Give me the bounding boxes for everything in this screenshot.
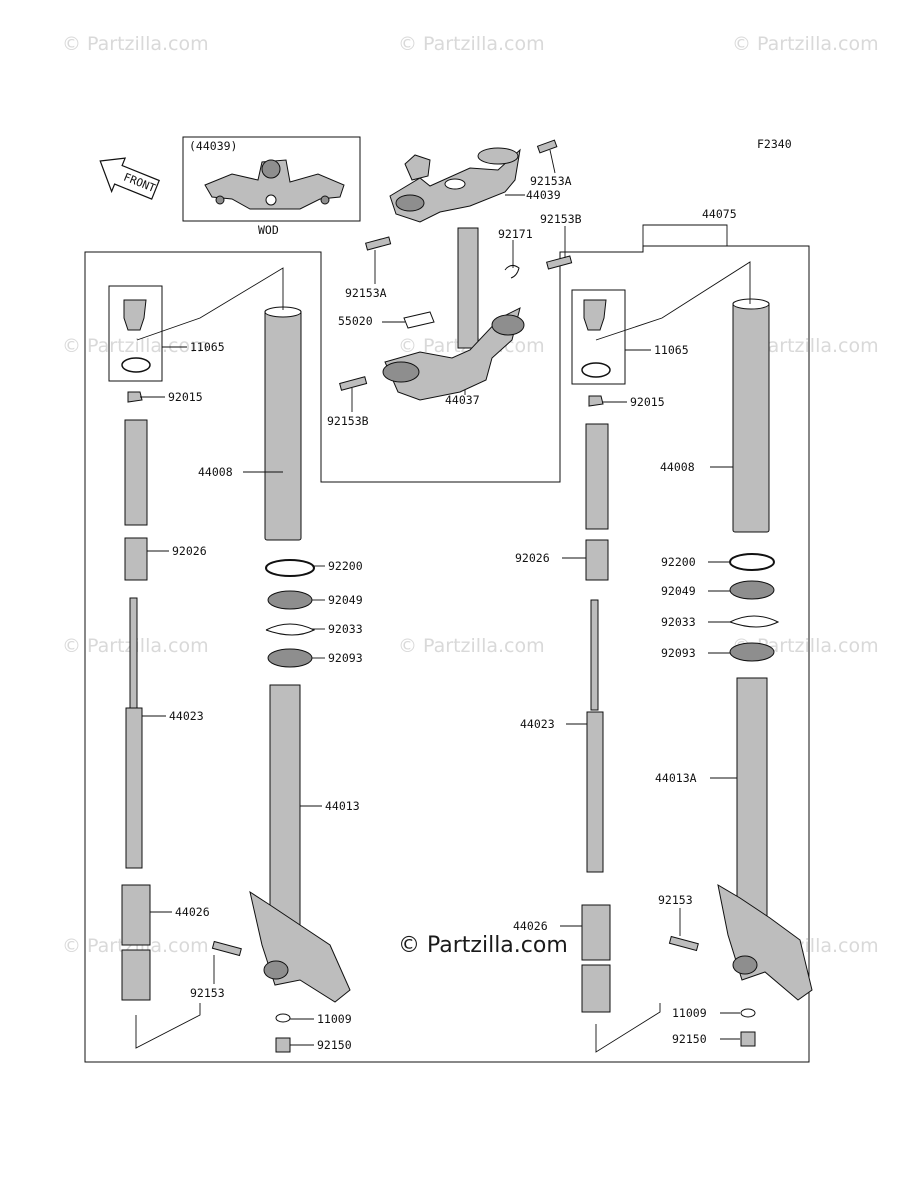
label-left-92153: 92153	[190, 986, 225, 1000]
label-left-92150: 92150	[317, 1038, 352, 1052]
label-left-44008: 44008	[198, 465, 233, 479]
assembly-frame	[84, 245, 810, 1063]
inset-part-number: (44039)	[189, 139, 237, 153]
label-44037: 44037	[445, 393, 480, 407]
steering-stem-44037	[382, 227, 525, 401]
label-left-92049: 92049	[328, 593, 363, 607]
bolt-92153A-left	[365, 236, 392, 251]
label-left-11009: 11009	[317, 1012, 352, 1026]
label-44039: 44039	[526, 188, 561, 202]
clip-92171	[504, 264, 520, 279]
label-92171: 92171	[498, 227, 533, 241]
front-arrow-icon: FRONT	[99, 157, 160, 200]
label-right-44026: 44026	[513, 919, 548, 933]
label-left-44013: 44013	[325, 799, 360, 813]
label-left-11065: 11065	[190, 340, 225, 354]
label-right-92015: 92015	[630, 395, 665, 409]
label-right-44008: 44008	[660, 460, 695, 474]
figure-code: F2340	[757, 137, 792, 151]
label-right-92093: 92093	[661, 646, 696, 660]
leader-lines	[135, 149, 751, 1053]
label-right-92200: 92200	[661, 555, 696, 569]
inset-box: (44039) WOD	[182, 136, 361, 237]
label-92153A-left: 92153A	[345, 286, 387, 300]
watermark-center: © Partzilla.com	[398, 933, 568, 958]
label-right-44013A: 44013A	[655, 771, 697, 785]
inset-caption: WOD	[258, 223, 279, 237]
label-right-11009: 11009	[672, 1006, 707, 1020]
upper-triple-clamp	[389, 147, 521, 223]
bolt-92153B-left	[339, 376, 368, 391]
label-55020: 55020	[338, 314, 373, 328]
bolt-92153A-top	[536, 139, 558, 154]
label-left-92200: 92200	[328, 559, 363, 573]
watermark: © Partzilla.com	[62, 33, 209, 55]
label-right-92026: 92026	[515, 551, 550, 565]
label-right-92153: 92153	[658, 893, 693, 907]
label-left-44023: 44023	[169, 709, 204, 723]
part-labels: 92153A 44039 92153B 92171 92153A 55020 9…	[168, 174, 737, 1052]
left-fork-parts	[108, 285, 351, 1053]
watermark: © Partzilla.com	[398, 635, 545, 657]
label-44075: 44075	[702, 207, 737, 221]
label-92153B-top: 92153B	[540, 212, 582, 226]
watermark: © Partzilla.com	[62, 935, 209, 957]
label-right-92033: 92033	[661, 615, 696, 629]
label-left-92033: 92033	[328, 622, 363, 636]
bolt-92153B-top	[546, 255, 573, 270]
watermark: © Partzilla.com	[732, 33, 879, 55]
label-plate-55020	[403, 311, 435, 329]
label-left-92026: 92026	[172, 544, 207, 558]
label-right-44023: 44023	[520, 717, 555, 731]
label-right-92049: 92049	[661, 584, 696, 598]
label-left-92015: 92015	[168, 390, 203, 404]
label-left-44026: 44026	[175, 905, 210, 919]
label-left-92093: 92093	[328, 651, 363, 665]
watermark: © Partzilla.com	[398, 33, 545, 55]
label-92153B-left: 92153B	[327, 414, 369, 428]
label-right-92150: 92150	[672, 1032, 707, 1046]
label-right-11065: 11065	[654, 343, 689, 357]
label-92153A-top: 92153A	[530, 174, 572, 188]
right-fork-parts	[571, 289, 813, 1047]
watermark: © Partzilla.com	[62, 335, 209, 357]
